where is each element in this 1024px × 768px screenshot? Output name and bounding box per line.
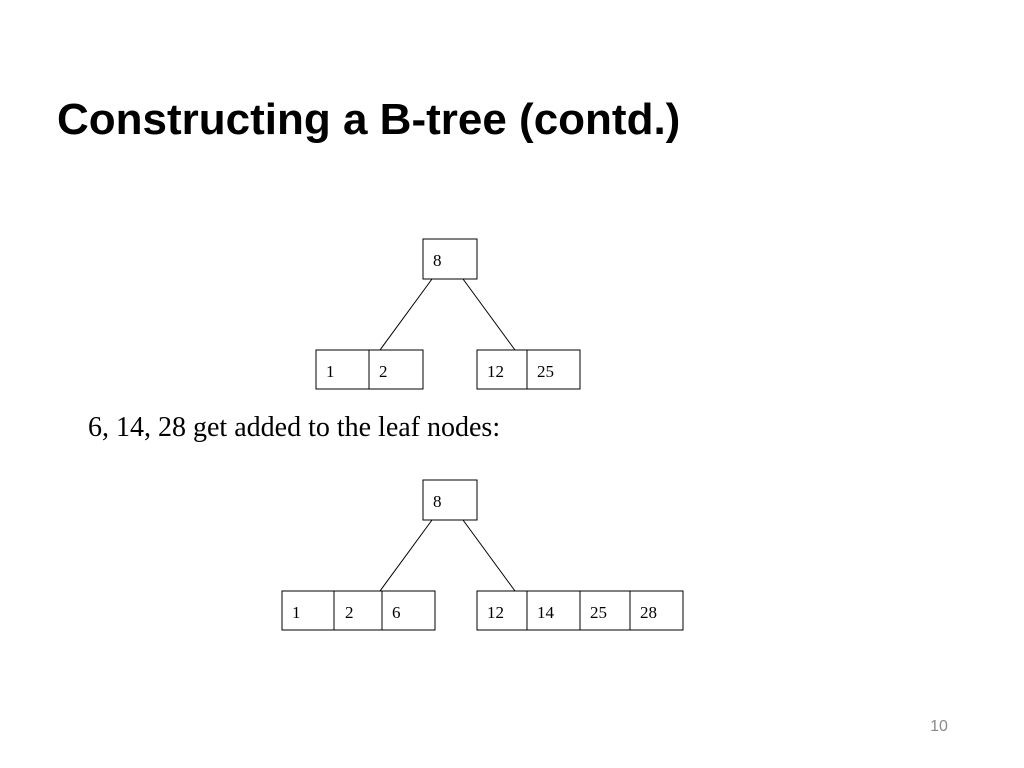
- root-node: 8: [422, 479, 478, 521]
- node-key: 28: [640, 603, 657, 622]
- node-key: 6: [392, 603, 401, 622]
- insertion-caption: 6, 14, 28 get added to the leaf nodes:: [88, 412, 501, 443]
- node-key: 12: [487, 362, 504, 381]
- tree-after-insertion: 8 1 2 6 12 14 25 28: [281, 479, 684, 631]
- node-key: 1: [326, 362, 335, 381]
- right-leaf-node: 12 14 25 28: [476, 590, 684, 631]
- node-key: 8: [433, 251, 442, 270]
- left-leaf-node: 1 2 6: [281, 590, 436, 631]
- root-node-frame: [422, 479, 478, 521]
- root-node-frame: [422, 238, 478, 280]
- slide-title: Constructing a B-tree (contd.): [57, 95, 681, 144]
- tree-before-insertion: 8 1 2 12 25: [315, 238, 581, 390]
- edge-root-to-right-leaf: [462, 519, 516, 592]
- page-number: 10: [930, 718, 948, 735]
- node-key: 1: [292, 603, 301, 622]
- node-key: 8: [433, 492, 442, 511]
- edge-root-to-left-leaf: [379, 278, 433, 351]
- edge-root-to-right-leaf: [462, 278, 516, 351]
- node-key: 2: [345, 603, 354, 622]
- node-key: 12: [487, 603, 504, 622]
- node-key: 2: [379, 362, 388, 381]
- left-leaf-node: 1 2: [315, 349, 424, 390]
- node-key: 25: [537, 362, 554, 381]
- right-leaf-frame: [476, 349, 581, 390]
- left-leaf-frame: [281, 590, 436, 631]
- node-key: 14: [537, 603, 555, 622]
- root-node: 8: [422, 238, 478, 280]
- node-key: 25: [590, 603, 607, 622]
- edge-root-to-left-leaf: [379, 519, 433, 592]
- right-leaf-node: 12 25: [476, 349, 581, 390]
